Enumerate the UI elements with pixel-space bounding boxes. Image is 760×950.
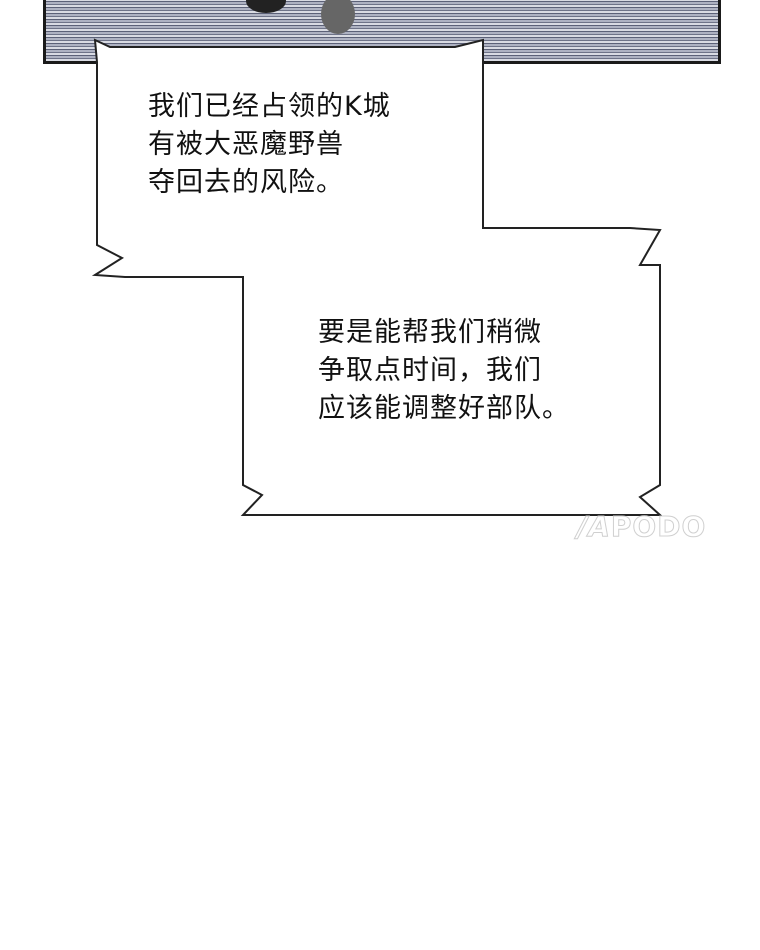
bubble-1-text: 我们已经占领的K城 有被大恶魔野兽 夺回去的风险。 — [148, 88, 391, 202]
text-line: 我们已经占领的K城 — [148, 91, 391, 122]
bubble-2-text: 要是能帮我们稍微 争取点时间，我们 应该能调整好部队。 — [318, 314, 570, 428]
text-line: 有被大恶魔野兽 — [148, 129, 344, 160]
text-line: 要是能帮我们稍微 — [318, 317, 542, 348]
text-line: 争取点时间，我们 — [318, 355, 542, 386]
character-figure — [246, 0, 286, 13]
character-shadow — [321, 0, 355, 34]
speech-bubble-outline — [91, 38, 663, 516]
text-line: 夺回去的风险。 — [148, 167, 344, 198]
text-line: 应该能调整好部队。 — [318, 393, 570, 424]
watermark-text: PODO — [610, 510, 707, 544]
watermark: /APODO — [577, 510, 707, 544]
